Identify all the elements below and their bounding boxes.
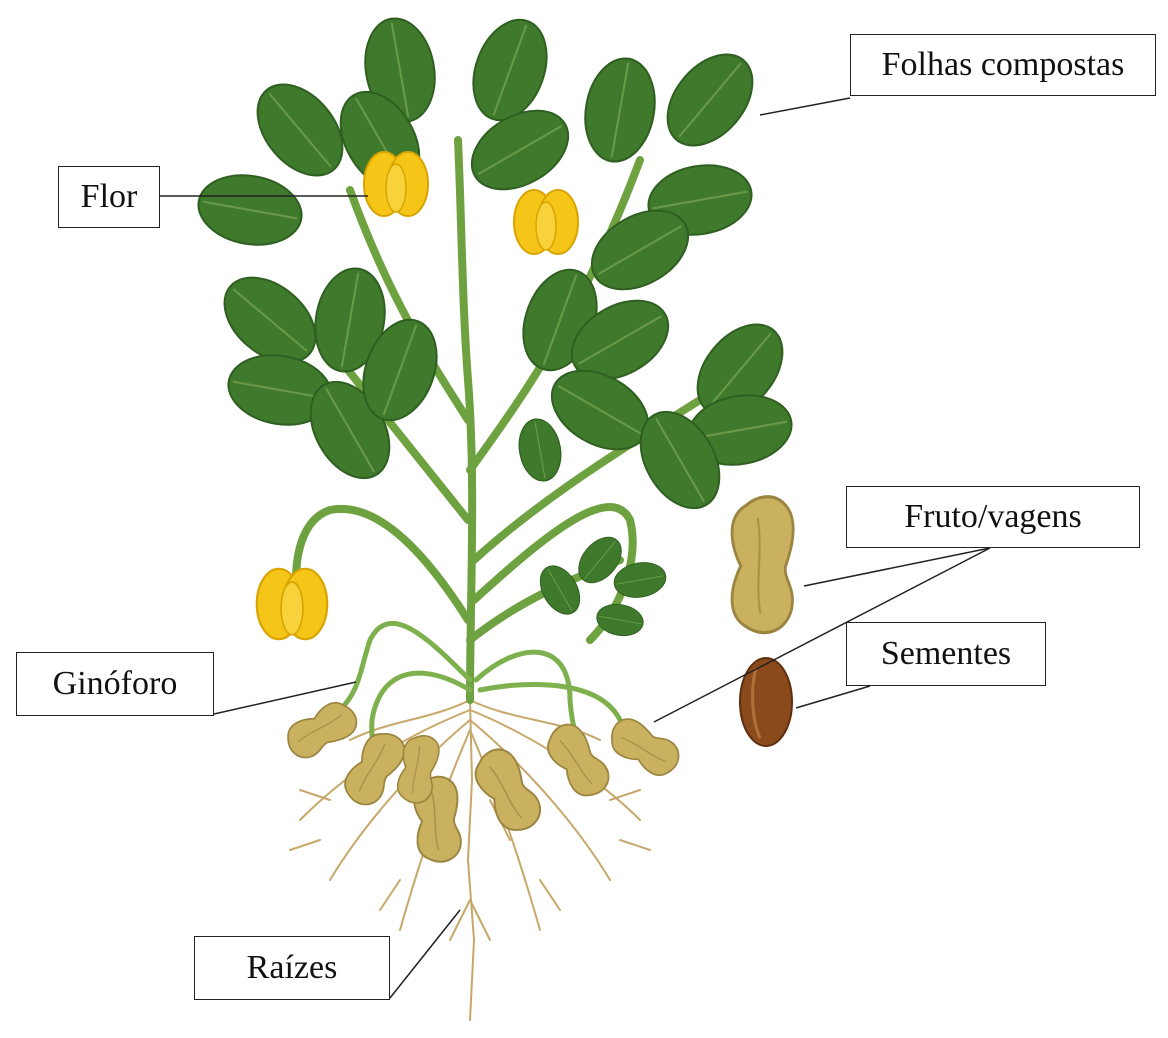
pods-on-plant xyxy=(281,696,685,864)
seed xyxy=(740,658,792,746)
label-ginoforo: Ginóforo xyxy=(16,652,214,716)
label-fruto-vagens: Fruto/vagens xyxy=(846,486,1140,548)
label-sementes: Sementes xyxy=(846,622,1046,686)
label-folhas-compostas: Folhas compostas xyxy=(850,34,1156,96)
detached-pod xyxy=(732,497,793,633)
label-flor: Flor xyxy=(58,166,160,228)
label-raizes: Raízes xyxy=(194,936,390,1000)
